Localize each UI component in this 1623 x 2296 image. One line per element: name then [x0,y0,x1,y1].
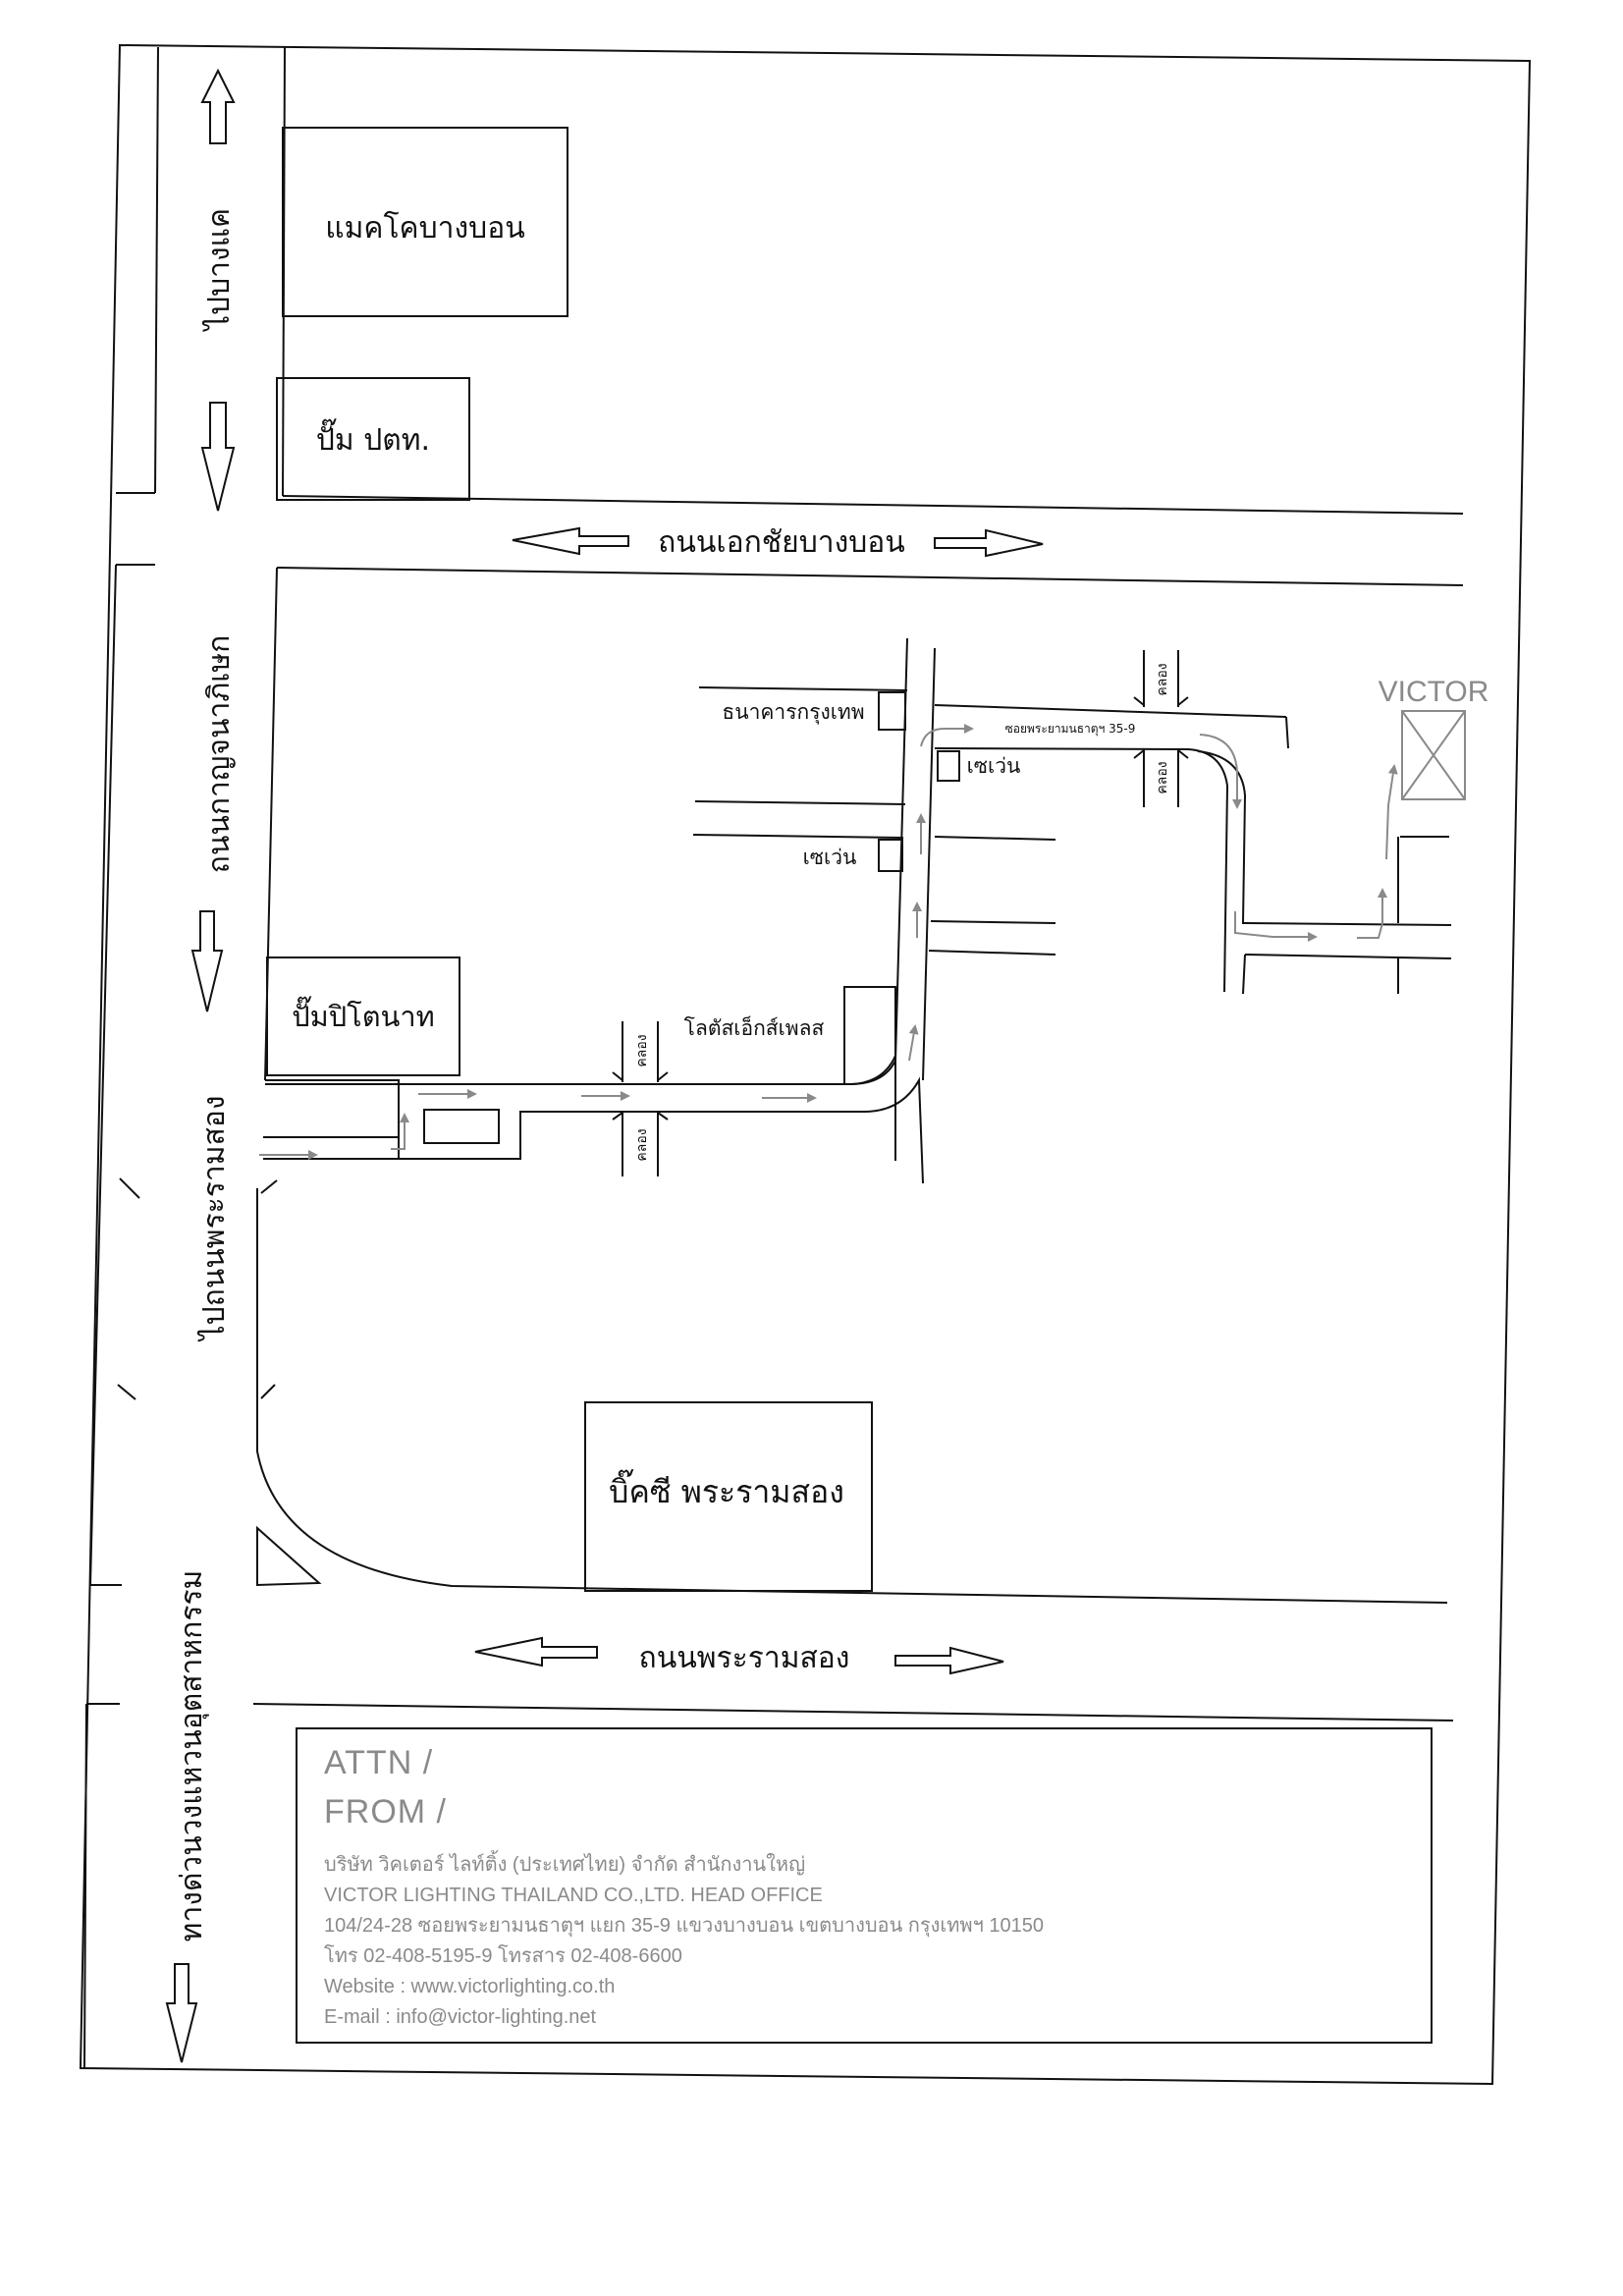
road-edge [117,1384,136,1400]
down-arrow-icon [165,1963,198,2063]
road-edge [698,686,908,691]
contact-info: ATTN / FROM / บริษัท วิคเตอร์ ไลท์ติ้ง (… [324,1738,1424,2033]
down-arrow-icon [190,910,224,1012]
road-edge [1242,954,1246,995]
road-edge [692,834,904,839]
bigc-building [584,1401,873,1592]
canal-label: คลอง [634,1128,650,1161]
road-edge [260,1179,278,1194]
road-edge [263,1076,924,1184]
seven1-label: เซเว่น [967,754,1021,778]
soi-label: ซอยพระยามนธาตุฯ 35-9 [1005,722,1136,737]
road-edge [276,567,1464,586]
road-edge [260,1384,276,1399]
rama2-road-label: ถนนพระรามสอง [639,1641,850,1675]
road-edge [934,704,1287,718]
road-edge [83,1703,87,2069]
petronas-building [266,957,460,1076]
right-arrow-icon [894,1646,1004,1675]
road-edge [930,920,1056,924]
canal-tick [612,1071,669,1121]
canal-label: คลอง [1155,663,1170,695]
route-arrow [908,1024,919,1062]
left-arrow-icon [474,1636,598,1667]
address: 104/24-28 ซอยพระยามนธาตุฯ แยก 35-9 แขวงบ… [324,1915,1045,1937]
makro-label: แมคโคบางบอน [325,210,524,246]
down-arrow-icon [200,402,236,512]
road-edge [282,495,1464,515]
ptt-label: ปั๊ม ปตท. [316,418,430,458]
route-arrow [1357,888,1387,939]
victor-building [1401,710,1466,800]
phone: โทร 02-408-5195-9 โทรสาร 02-408-6600 [324,1945,682,1967]
route-arrow [391,1113,409,1150]
website: Website : www.victorlighting.co.th [324,1976,616,1997]
bank-label: ธนาคารกรุงเทพ [722,700,864,725]
road-edge [934,836,1056,841]
contact-box [296,1727,1433,2044]
road-edge [1197,750,1452,926]
left-arrow-icon [512,526,629,556]
bang-khae-label: ไปบางแค [201,208,237,332]
road-edge [934,747,1229,993]
road-edge [89,564,117,1586]
seven2-building [878,839,903,872]
lotus-building [843,986,896,1085]
canal-label: คลอง [1155,761,1170,793]
up-arrow-icon [200,68,236,144]
canal-tick [1133,696,1189,759]
route-arrow [1234,911,1318,942]
kanchanaphisek-road-label: ถนนกาญจนาภิเษก [202,635,237,874]
expressway-label: ทางด่วนวงแหวนอุตสาหกรรม [175,1570,210,1942]
road-edge [263,1079,400,1138]
bigc-label: บิ๊คซี พระรามสอง [609,1469,844,1510]
to-rama2-label: ไปถนนพระรามสอง [196,1095,232,1341]
canal-label: คลอง [634,1034,650,1066]
road-edge [256,1188,1448,1604]
small-building [423,1109,500,1144]
ptt-building [276,377,470,501]
from-line: FROM / [324,1793,447,1831]
lotus-label: โลตัสเอ็กส์เพลส [684,1014,825,1040]
road-edge [252,1703,1454,1722]
route-arrow [920,724,974,747]
attn-line: ATTN / [324,1744,434,1781]
company-thai: บริษัท วิคเตอร์ ไลท์ติ้ง (ประเทศไทย) จำก… [324,1854,806,1876]
company-english: VICTOR LIGHTING THAILAND CO.,LTD. HEAD O… [324,1885,823,1906]
email: E-mail : info@victor-lighting.net [324,2006,597,2028]
road-edge [119,1177,140,1199]
route-arrow [1199,734,1242,809]
victor-cross [1401,710,1466,800]
victor-label: VICTOR [1379,676,1489,708]
seven1-building [937,750,960,782]
road-edge [1285,716,1289,749]
road-edge [928,950,1056,956]
road-edge [694,800,906,805]
petronas-label: ปั๊มปิโตนาท [292,996,435,1033]
ekkachai-road-label: ถนนเอกชัยบางบอน [658,525,905,560]
makro-building [282,127,568,317]
seven2-label: เซเว่น [803,846,857,869]
road-edge [154,46,159,494]
road-edge [1244,954,1452,959]
traffic-island [256,1525,322,1587]
bank-building [878,691,906,731]
page-border [79,43,1532,2086]
road-edge [922,647,936,1081]
route-arrow [1385,764,1398,860]
right-arrow-icon [934,528,1044,558]
